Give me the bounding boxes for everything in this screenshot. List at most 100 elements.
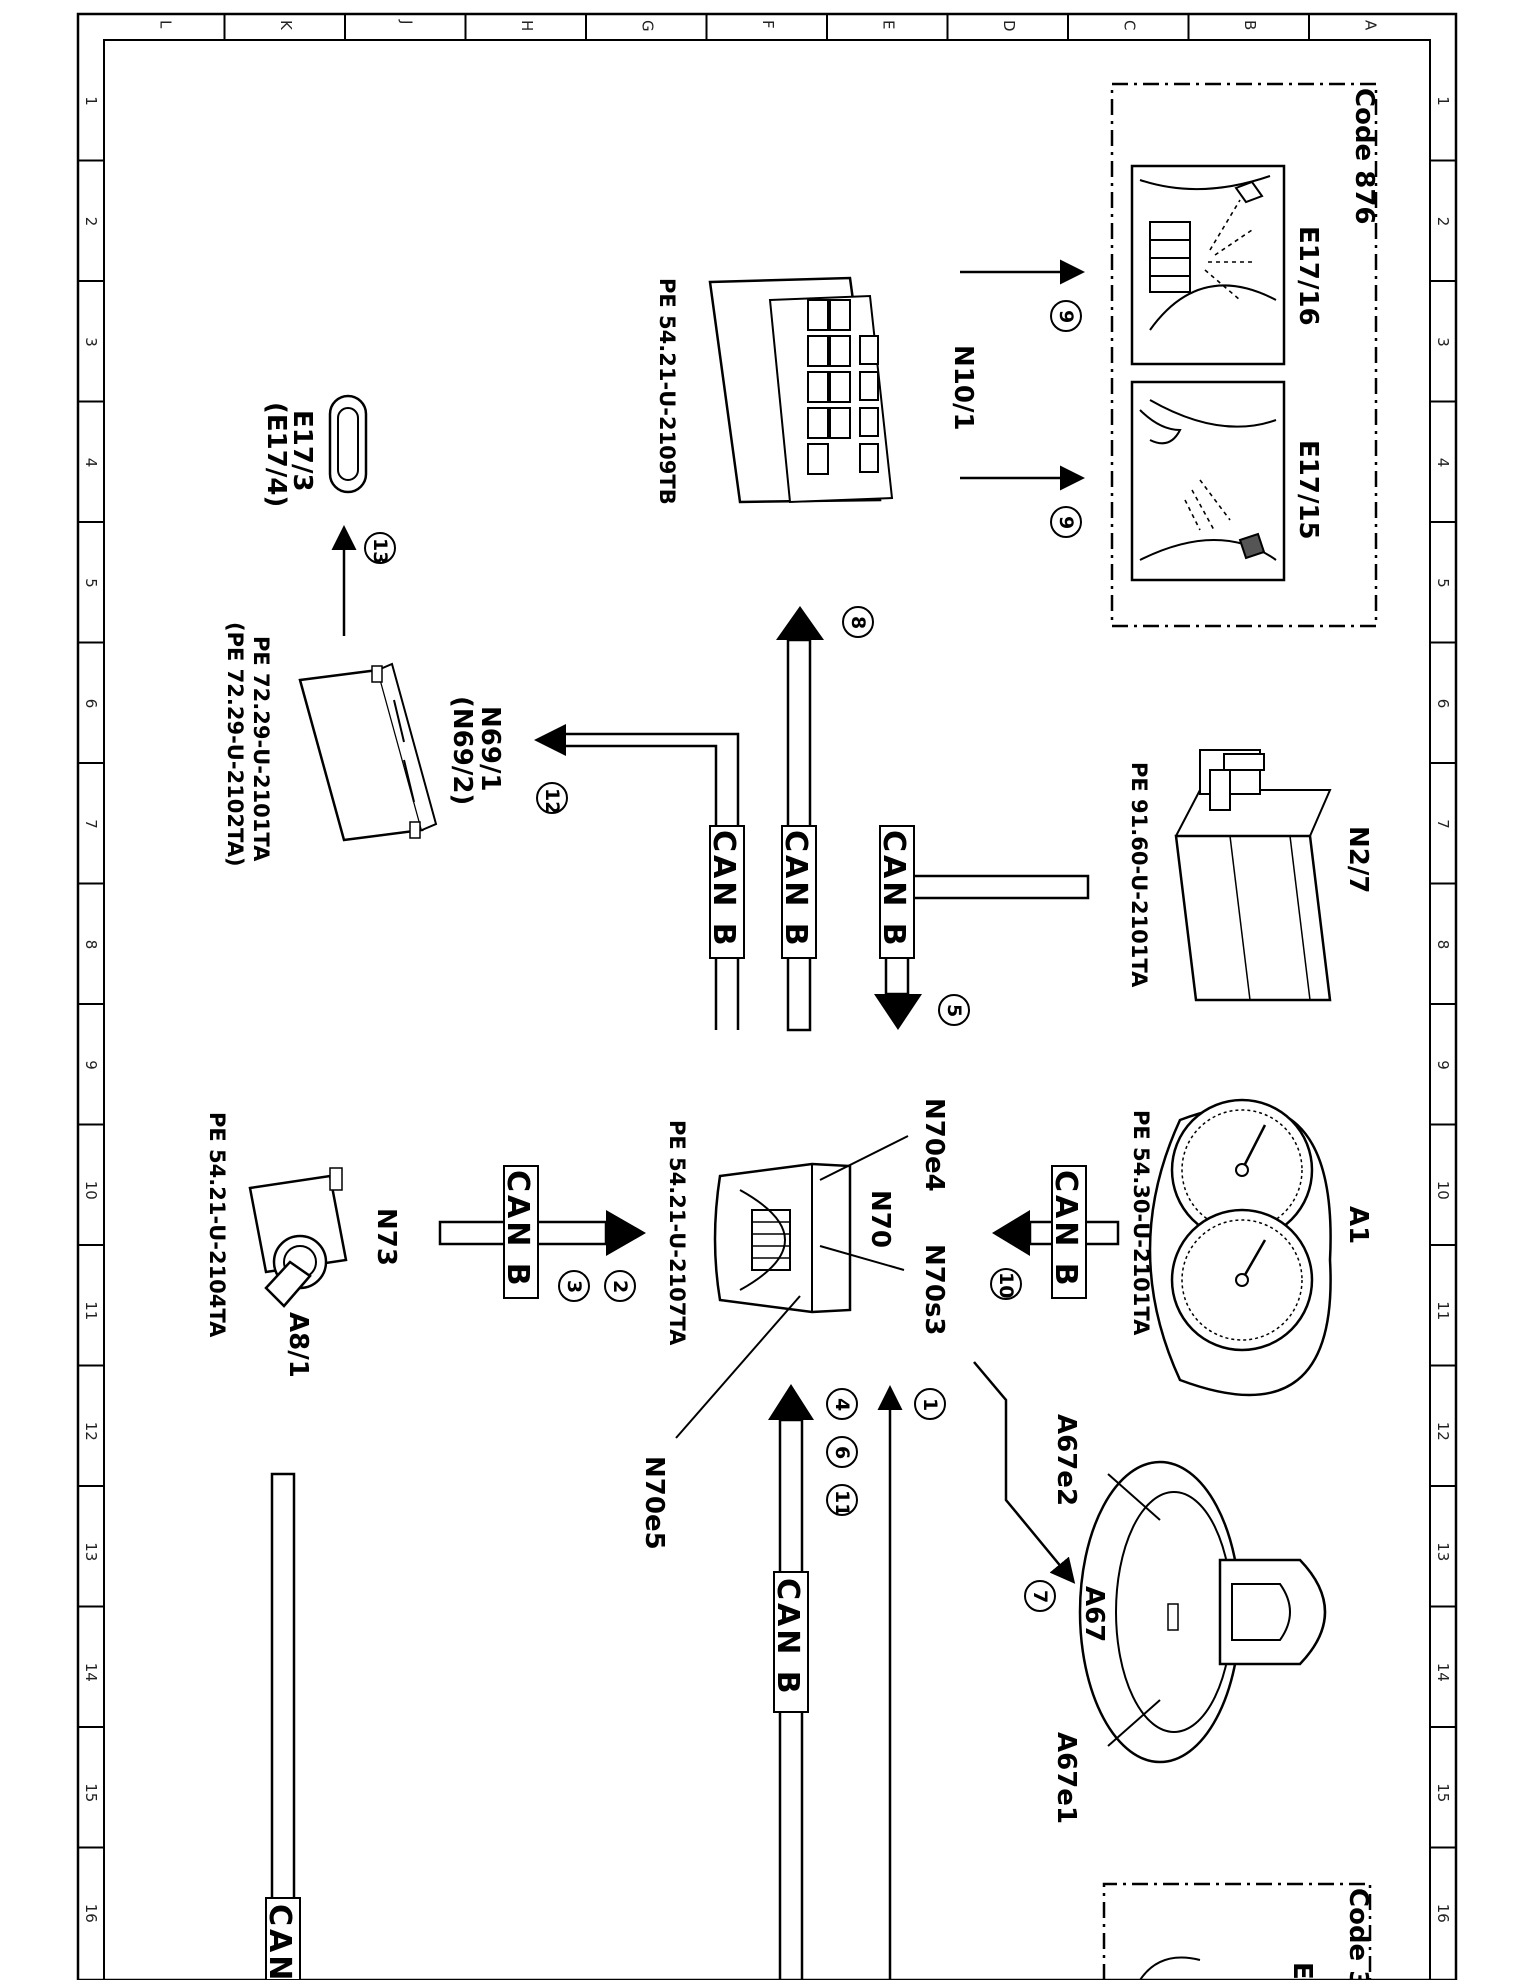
- grid-number-right-11: 11: [1434, 1301, 1452, 1320]
- can-line-n2-7: 5 CAN B: [874, 825, 1090, 1030]
- grid-number-left-14: 14: [82, 1663, 100, 1682]
- step-2: 2: [609, 1280, 631, 1293]
- step-9a: 9: [1055, 310, 1077, 323]
- n10-1-label: N10/1: [948, 345, 978, 431]
- step-7: 7: [1029, 1590, 1051, 1603]
- signal-arrow-to-e17-3: 13: [331, 525, 396, 636]
- grid-number-right-6: 6: [1434, 699, 1452, 709]
- grid-number-right-3: 3: [1434, 337, 1452, 347]
- grid-number-right-14: 14: [1434, 1663, 1452, 1682]
- can-line-to-n10-1: 8 CAN B: [776, 606, 874, 1032]
- grid-number-right-9: 9: [1434, 1060, 1452, 1070]
- n70e5-label: N70e5: [639, 1456, 669, 1550]
- can-b-label-2: CAN B: [778, 830, 813, 949]
- can-b-label-bottom: CAN B: [770, 1578, 805, 1697]
- grid-number-left-7: 7: [82, 819, 100, 829]
- a67e1-label: A67e1: [1051, 1732, 1081, 1824]
- code3-label: Code 3: [1343, 1888, 1373, 1980]
- n69-1-label: N69/1: [475, 706, 505, 792]
- a8-1-label: A8/1: [283, 1312, 313, 1378]
- n69-ref-label-1: PE 72.29-U-2101TA: [249, 636, 273, 862]
- instrument-cluster-a1-illustration: A1 PE 54.30-U-2101TA: [1129, 1098, 1373, 1397]
- n69-ref-label-2: (PE 72.29-U-2102TA): [223, 622, 247, 867]
- grid-number-right-8: 8: [1434, 940, 1452, 950]
- grid-number-left-6: 6: [82, 699, 100, 709]
- module-n10-1-illustration: N10/1 PE 54.21-U-2109TB: [655, 276, 978, 505]
- grid-letter-e: E: [879, 20, 897, 29]
- signal-line-step-1: 1: [877, 1385, 946, 1980]
- grid-number-right-4: 4: [1434, 458, 1452, 468]
- grid-number-right-2: 2: [1434, 217, 1452, 227]
- can-b-label-a1: CAN B: [1048, 1170, 1083, 1289]
- ignition-switch-n73-illustration: N73 A8/1 PE 54.21-U-2104TA: [205, 1112, 401, 1378]
- grid-number-right-15: 15: [1434, 1783, 1452, 1802]
- grid-letter-g: G: [638, 20, 656, 32]
- can-b-label-3: CAN B: [876, 830, 911, 949]
- lamp-e17-3-illustration: E17/3 (E17/4): [261, 394, 368, 507]
- grid-letter-c: C: [1120, 20, 1138, 30]
- step-8: 8: [847, 616, 869, 629]
- grid-letter-d: D: [1000, 20, 1018, 32]
- grid-letter-k: K: [277, 20, 295, 31]
- n73-ref-label: PE 54.21-U-2104TA: [205, 1112, 229, 1338]
- a1-label: A1: [1343, 1206, 1373, 1244]
- grid-number-right-12: 12: [1434, 1422, 1452, 1441]
- can-b-label-1: CAN B: [706, 830, 741, 949]
- grid-number-left-8: 8: [82, 940, 100, 950]
- code876-label: Code 876: [1349, 88, 1379, 225]
- grid-letter-b: B: [1241, 20, 1259, 30]
- step-1: 1: [919, 1398, 941, 1411]
- e17-15-label: E17/15: [1293, 440, 1323, 540]
- grid-number-left-9: 9: [82, 1060, 100, 1070]
- footwell-lamp-e17-16-illustration: E17/16: [1130, 164, 1323, 366]
- grid-number-right-13: 13: [1434, 1542, 1452, 1561]
- n70s3-label: N70s3: [919, 1244, 949, 1336]
- e17-16-label: E17/16: [1293, 226, 1323, 326]
- grid-letter-f: F: [759, 20, 777, 29]
- n10-1-ref-label: PE 54.21-U-2109TB: [655, 278, 679, 505]
- step-10: 10: [995, 1272, 1017, 1298]
- step-4: 4: [831, 1398, 853, 1411]
- interior-light-a67-illustration: A67 A67e2 A67e1: [1051, 1414, 1327, 1824]
- can-line-bottom-left: CAN: [262, 1472, 301, 1983]
- grid-number-right-16: 16: [1434, 1904, 1452, 1923]
- n2-7-label: N2/7: [1343, 826, 1373, 893]
- grid-number-right-10: 10: [1434, 1181, 1452, 1200]
- can-line-to-n69-1: 12 CAN B: [534, 724, 745, 1030]
- grid-number-left-1: 1: [82, 96, 100, 106]
- step-3: 3: [563, 1280, 585, 1293]
- grid-number-right-5: 5: [1434, 578, 1452, 588]
- grid-number-left-10: 10: [82, 1181, 100, 1200]
- can-line-n73-to-n70: CAN B 2 3: [438, 1165, 646, 1302]
- step-9b: 9: [1055, 516, 1077, 529]
- n73-label: N73: [371, 1208, 401, 1266]
- can-line-a1-to-n70: 10 CAN B: [990, 1165, 1120, 1300]
- grid-number-left-13: 13: [82, 1542, 100, 1561]
- grid-number-left-3: 3: [82, 337, 100, 347]
- module-n2-7-illustration: N2/7 PE 91.60-U-2101TA: [1127, 749, 1373, 1002]
- n70-ref-label: PE 54.21-U-2107TA: [665, 1120, 689, 1346]
- overhead-control-panel-n70-illustration: N70e4 N70 N70s3 N70e5 PE 54.21-U-2107TA: [639, 1098, 949, 1550]
- grid-number-left-16: 16: [82, 1904, 100, 1923]
- grid-letter-a: A: [1361, 20, 1379, 31]
- step-13: 13: [369, 538, 391, 564]
- signal-arrow-to-a67: 7: [973, 1361, 1076, 1612]
- n70-label: N70: [865, 1190, 895, 1248]
- grid-number-left-5: 5: [82, 578, 100, 588]
- n69-2-label: (N69/2): [447, 696, 477, 805]
- grid-number-left-15: 15: [82, 1783, 100, 1802]
- a1-ref-label: PE 54.30-U-2101TA: [1129, 1110, 1153, 1336]
- a67-label: A67: [1079, 1586, 1109, 1642]
- can-label-partial: CAN: [262, 1904, 297, 1980]
- n2-7-ref-label: PE 91.60-U-2101TA: [1127, 762, 1151, 988]
- a67e2-label: A67e2: [1051, 1414, 1081, 1506]
- step-6: 6: [831, 1446, 853, 1459]
- grid-number-left-4: 4: [82, 458, 100, 468]
- grid-number-left-12: 12: [82, 1422, 100, 1441]
- grid-number-right-7: 7: [1434, 819, 1452, 829]
- grid-letter-j: J: [397, 19, 415, 24]
